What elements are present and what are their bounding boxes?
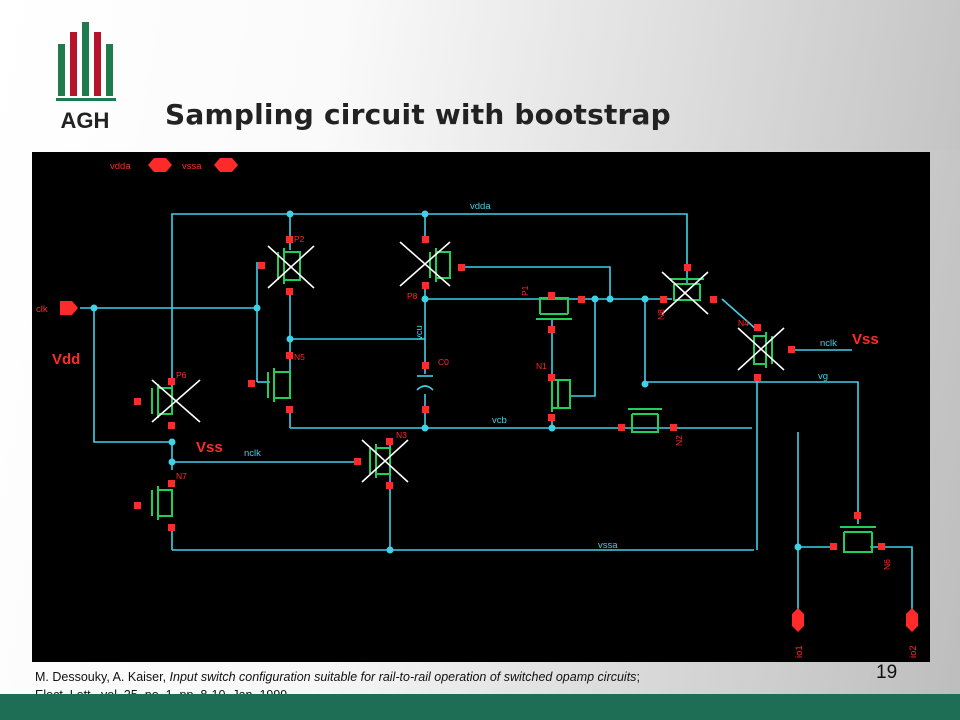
transistors	[151, 248, 876, 553]
cross-n4	[737, 327, 785, 371]
slide-title: Sampling circuit with bootstrap	[165, 98, 671, 131]
device-label-p1: P1	[520, 285, 530, 296]
cross-p6	[151, 379, 201, 423]
citation-after-title: ;	[636, 670, 640, 684]
device-label-c0: C0	[438, 357, 449, 367]
device-label-n3: N3	[396, 430, 407, 440]
io1-pin-label: io1	[794, 645, 805, 658]
net-label-vcu: vcu	[414, 325, 425, 340]
io1-pin-icon	[792, 608, 804, 632]
device-label-p8: P8	[407, 291, 418, 301]
transistor-n7	[151, 486, 173, 520]
clk-pin-label: clk	[36, 304, 48, 315]
device-label-n7: N7	[176, 471, 187, 481]
terminal-squares	[134, 236, 885, 550]
annotation-vss-left: Vss	[196, 439, 223, 456]
capacitor-c0	[416, 375, 434, 391]
page-number: 19	[876, 662, 898, 683]
annotation-vdd: Vdd	[52, 351, 80, 368]
device-label-n4: N4	[738, 318, 749, 328]
vssa-pin-label: vssa	[182, 161, 202, 172]
net-label-nclk-right: nclk	[820, 338, 837, 349]
net-label-vssa: vssa	[598, 540, 618, 551]
transistor-n6	[840, 526, 876, 553]
device-label-n8: N8	[656, 309, 666, 320]
citation-authors: M. Dessouky, A. Kaiser,	[35, 670, 170, 684]
io2-pin-label: io2	[908, 645, 919, 658]
annotation-vss-right: Vss	[852, 331, 879, 348]
cross-n8	[661, 271, 709, 315]
device-label-n2: N2	[674, 435, 684, 446]
junction-dots	[90, 210, 802, 554]
net-label-vdda: vdda	[470, 201, 491, 212]
device-label-n1: N1	[536, 361, 547, 371]
net-label-vg: vg	[818, 371, 828, 382]
net-label-nclk-left: nclk	[244, 448, 261, 459]
net-label-vcb: vcb	[492, 415, 507, 426]
transistor-n2	[628, 408, 662, 433]
device-label-n5: N5	[294, 352, 305, 362]
io2-pin-icon	[906, 608, 918, 632]
vdda-pin-icon	[148, 158, 172, 172]
vdda-pin-label: vdda	[110, 161, 131, 172]
logo-text: AGH	[61, 108, 110, 133]
cross-p2	[267, 245, 315, 289]
transistor-n5	[267, 368, 291, 402]
device-label-n6: N6	[882, 559, 892, 570]
wires	[80, 213, 913, 612]
circuit-schematic: vdda vssa clk io1 io2 vdda vssa nclk ncl…	[32, 152, 930, 662]
cross-marks	[151, 241, 785, 483]
logo-bars-icon	[56, 22, 116, 101]
device-label-p2: P2	[294, 234, 305, 244]
transistor-n1	[551, 376, 571, 412]
transistor-p6	[151, 384, 173, 418]
header-band	[0, 0, 960, 150]
transistor-n3	[369, 444, 391, 478]
footer-bar	[0, 694, 960, 720]
transistor-p1	[536, 297, 572, 320]
cross-n3	[361, 439, 409, 483]
transistor-p2	[277, 248, 301, 284]
citation-paper-title: Input switch configuration suitable for …	[169, 670, 637, 684]
pins	[60, 158, 918, 632]
clk-pin-icon	[60, 301, 78, 315]
cross-p8	[399, 241, 451, 287]
agh-logo: AGH	[52, 18, 122, 136]
vssa-pin-icon	[214, 158, 238, 172]
device-label-p6: P6	[176, 370, 187, 380]
